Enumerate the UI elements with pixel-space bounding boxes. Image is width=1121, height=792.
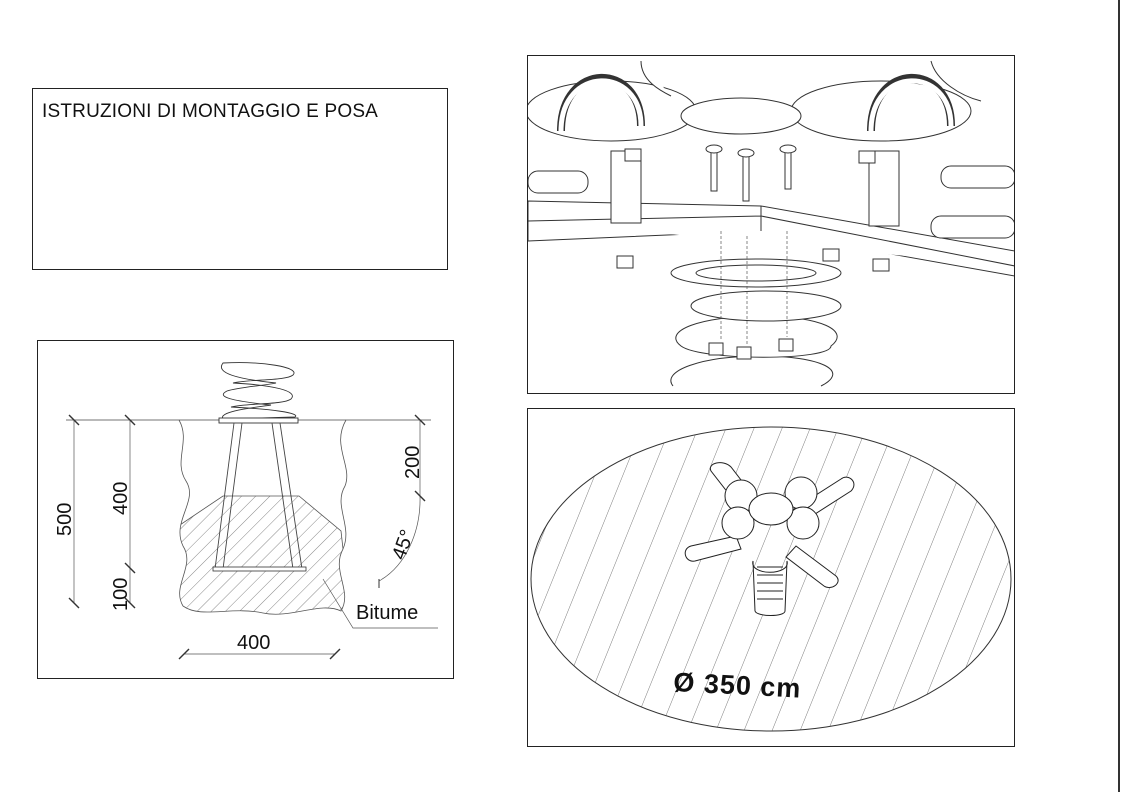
concrete-hatch: [179, 495, 347, 615]
material-label: Bitume: [356, 602, 418, 624]
foundation-diagram: 500 400 100 200 45° Bitume 400: [54, 362, 438, 660]
angle-label: 45°: [388, 527, 419, 563]
page-title: ISTRUZIONI DI MONTAGGIO E POSA: [42, 101, 379, 122]
dim-total-depth: 500: [54, 503, 76, 536]
safety-area-diagram: Ø 350 cm: [530, 426, 1012, 732]
spring-rider-icon: [684, 462, 855, 616]
page-edge-line: [1118, 0, 1120, 792]
bolt-assembly-diagram: [528, 60, 1014, 387]
safety-area-drawing: Ø 350 cm: [527, 408, 1015, 747]
spring-icon: [220, 362, 297, 420]
dim-top-layer: 200: [402, 446, 424, 479]
foundation-section-drawing: 500 400 100 200 45° Bitume 400: [37, 340, 454, 679]
dim-base-layer: 100: [110, 578, 132, 611]
diameter-label: Ø 350 cm: [673, 667, 802, 704]
assembly-detail-drawing: [527, 55, 1015, 394]
dim-width: 400: [237, 632, 270, 654]
dim-concrete-depth: 400: [110, 482, 132, 515]
title-box: ISTRUZIONI DI MONTAGGIO E POSA: [32, 88, 448, 270]
